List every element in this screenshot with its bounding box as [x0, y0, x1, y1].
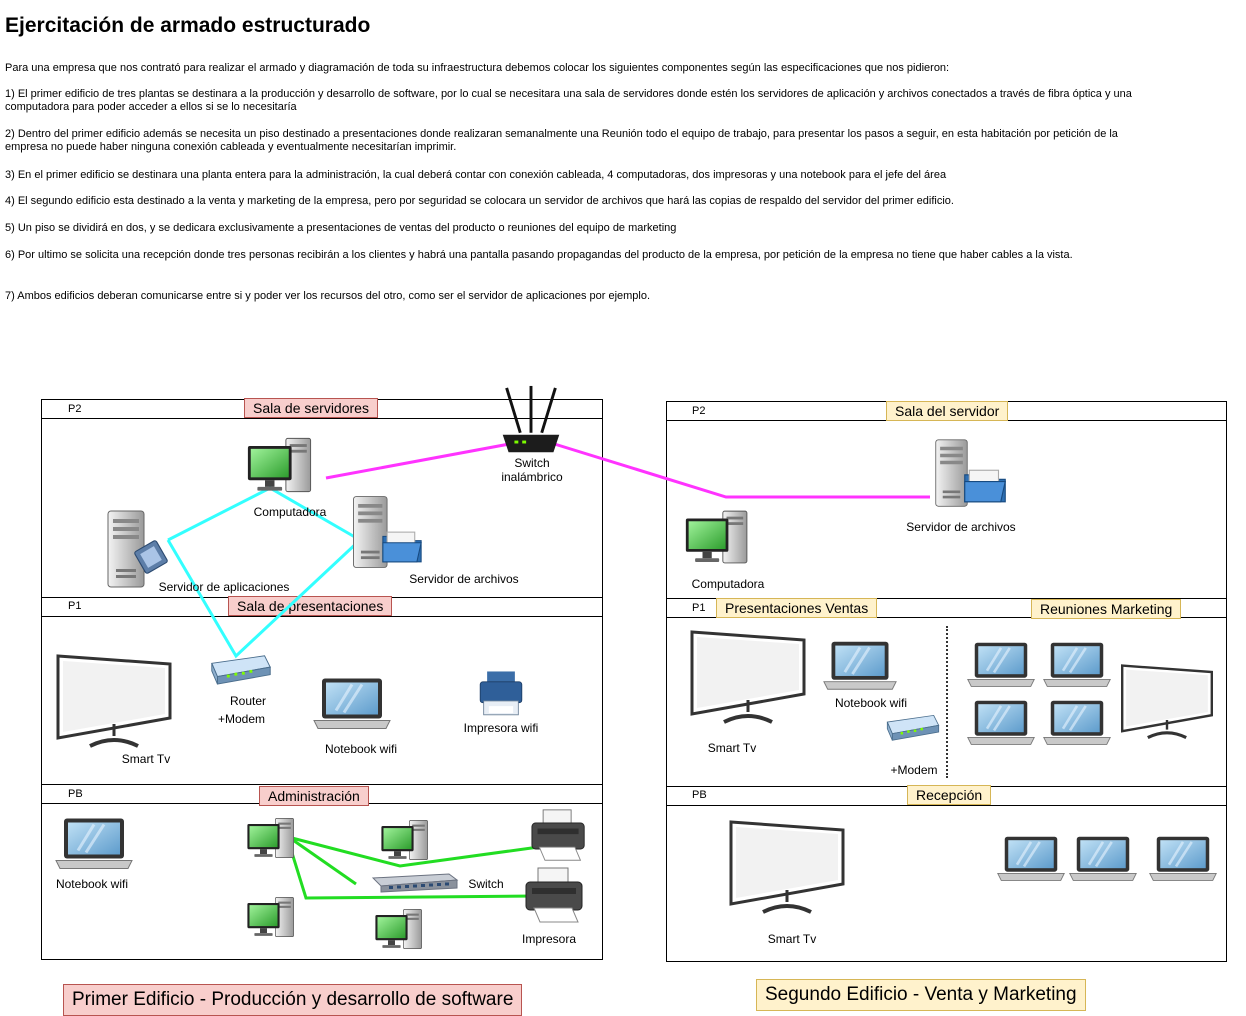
b1-smart-tv-icon [52, 654, 176, 754]
b1-notebook-pb-icon [54, 816, 134, 872]
wireless-switch-label-line2: inalámbrico [501, 470, 563, 484]
b2-modem-label: +Modem [890, 763, 938, 777]
b1-wifi-printer-label: Impresora wifi [463, 721, 539, 735]
wireless-link-b2 [547, 440, 930, 499]
b1-admin-pc-4-icon [374, 904, 430, 954]
b1-app-badge-icon [134, 540, 168, 574]
building1-p2-room: Sala de servidores [244, 398, 378, 418]
cable-link-3 [286, 839, 537, 900]
b2-notebook-label: Notebook wifi [834, 696, 908, 710]
b1-switch-icon [368, 870, 460, 894]
b2-mkt-tv-icon [1118, 664, 1216, 744]
b1-printer-label: Impresora [521, 932, 577, 946]
b2-mkt-laptop-3-icon [966, 698, 1036, 748]
b2-mkt-laptop-2-icon [1042, 640, 1112, 690]
requirement-5: 5) Un piso se dividirá en dos, y se dedi… [5, 222, 677, 234]
building2-p1-label: P1 [692, 602, 706, 614]
building1-p1-label: P1 [68, 600, 82, 612]
b2-smart-tv-pb-icon [726, 820, 848, 920]
intro-paragraph: Para una empresa que nos contrató para r… [5, 62, 950, 74]
wireless-switch-label-line1: Switch [514, 456, 550, 470]
page-title: Ejercitación de armado estructurado [5, 14, 371, 37]
building2-p1-room-right: Reuniones Marketing [1031, 599, 1182, 619]
building2-name: Segundo Edificio - Venta y Marketing [756, 979, 1086, 1011]
b2-reception-laptop-2-icon [1068, 834, 1138, 884]
b2-file-server-label: Servidor de archivos [906, 520, 1016, 534]
b2-mkt-laptop-1-icon [966, 640, 1036, 690]
b1-notebook-pb-label: Notebook wifi [55, 877, 129, 891]
b1-admin-pc-1-icon [246, 814, 302, 862]
wireless-switch-label: Switch inalámbrico [480, 456, 584, 484]
building2-pb-room: Recepción [907, 785, 992, 805]
b1-notebook-p1-icon [312, 676, 392, 732]
building2-pb-label: PB [692, 789, 707, 801]
b2-smart-tv-p1-icon [686, 630, 810, 730]
b1-admin-pc-2-icon [380, 816, 436, 864]
b1-router-label: Router +Modem [208, 692, 288, 728]
b1-router-icon [208, 650, 274, 688]
b1-switch-label: Switch [468, 877, 504, 891]
requirement-4: 4) El segundo edificio esta destinado a … [5, 195, 954, 207]
b1-admin-pc-3-icon [246, 892, 302, 942]
b1-app-server-label: Servidor de aplicaciones [158, 580, 290, 594]
b1-wifi-printer-icon [468, 668, 534, 720]
b1-notebook-p1-label: Notebook wifi [324, 742, 398, 756]
wireless-link-b1 [325, 440, 521, 480]
building1-pb-room: Administración [259, 786, 369, 806]
wireless-switch-icon [496, 384, 566, 462]
requirement-3: 3) En el primer edificio se destinara un… [5, 169, 947, 181]
b2-modem-icon [884, 710, 942, 744]
building2-p2-room: Sala del servidor [886, 401, 1009, 421]
building2-p2-label: P2 [692, 405, 706, 417]
requirement-7: 7) Ambos edificios deberan comunicarse e… [5, 290, 651, 302]
requirement-1: 1) El primer edificio de tres plantas se… [5, 88, 1132, 113]
b1-smart-tv-label: Smart Tv [121, 752, 171, 766]
b2-smart-tv-p1-label: Smart Tv [707, 741, 757, 755]
b2-reception-laptop-1-icon [996, 834, 1066, 884]
b1-file-server-label: Servidor de archivos [409, 572, 519, 586]
b2-notebook-icon [822, 638, 898, 694]
b2-reception-laptop-3-icon [1148, 834, 1218, 884]
b1-folder-icon [380, 530, 424, 564]
b2-mkt-laptop-4-icon [1042, 698, 1112, 748]
b2-computer-label: Computadora [691, 577, 765, 591]
building2-p1-divider [946, 626, 948, 778]
cable-link-2 [291, 836, 547, 868]
b2-smart-tv-pb-label: Smart Tv [767, 932, 817, 946]
building1-pb-label: PB [68, 788, 83, 800]
b1-computer-label: Computadora [253, 505, 327, 519]
building1-name: Primer Edificio - Producción y desarroll… [63, 984, 523, 1016]
requirement-6: 6) Por ultimo se solicita una recepción … [5, 249, 1073, 261]
building2-p1-room-left: Presentaciones Ventas [716, 598, 878, 618]
b1-router-label-line1: Router [229, 694, 267, 708]
b1-printer-2-icon [520, 866, 590, 926]
b2-computer-icon [684, 504, 758, 570]
b2-folder-icon [962, 468, 1008, 504]
cable-link-1 [289, 836, 357, 886]
b1-computer-icon [246, 434, 322, 496]
requirement-2: 2) Dentro del primer edificio además se … [5, 128, 1118, 153]
building1-p1-room: Sala de presentaciones [228, 596, 393, 616]
b1-router-label-line2: +Modem [218, 712, 266, 726]
building1-p2-label: P2 [68, 403, 82, 415]
b1-printer-1-icon [526, 808, 592, 864]
